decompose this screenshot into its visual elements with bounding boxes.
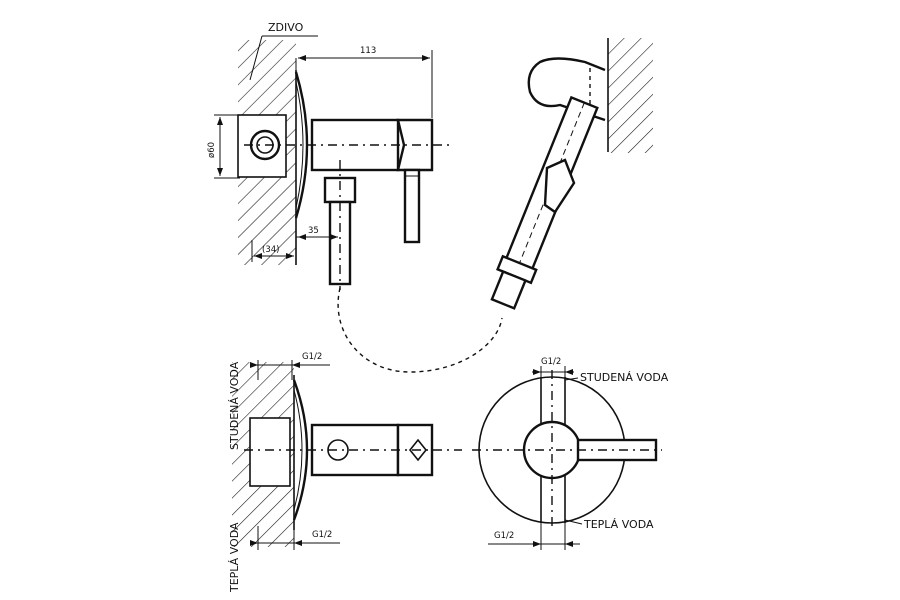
svg-text:G1/2: G1/2: [541, 357, 561, 367]
hot-water-front-label: TEPLÁ VODA: [583, 518, 654, 531]
dimension-35: 35: [296, 226, 338, 240]
cold-water-front-label: STUDENÁ VODA: [580, 371, 669, 384]
thread-dim-front-bottom: G1/2: [488, 522, 580, 550]
side-view-top: ZDIVO 113: [207, 21, 503, 373]
svg-text:113: 113: [360, 46, 376, 56]
svg-text:35: 35: [308, 226, 319, 236]
dimension-34: (34): [251, 240, 297, 262]
wall-label: ZDIVO: [268, 21, 304, 34]
trigger-button: [543, 158, 576, 214]
thread-dim-front-top: G1/2: [532, 357, 574, 378]
svg-text:G1/2: G1/2: [302, 352, 322, 362]
cold-water-side-label: STUDENÁ VODA: [228, 361, 241, 450]
wall-label-leader: [249, 35, 263, 81]
hot-water-side-label: TEPLÁ VODA: [228, 522, 241, 593]
dimension-113: 113: [295, 46, 433, 118]
svg-text:G1/2: G1/2: [312, 530, 332, 540]
wall-hatch-right: [607, 38, 653, 153]
dimension-diameter: ø60: [207, 114, 240, 179]
embedded-box-bottom: [249, 417, 291, 487]
svg-text:(34): (34): [262, 245, 279, 255]
lever-handle: [403, 168, 421, 244]
rosette: [294, 71, 309, 219]
hand-shower: [490, 38, 653, 310]
rosette-bottom: [292, 379, 309, 521]
svg-text:G1/2: G1/2: [494, 531, 514, 541]
front-view: G1/2 STUDENÁ VODA G1/2 TEPLÁ VODA: [472, 357, 669, 550]
thread-dim-side-bottom: G1/2: [250, 526, 340, 550]
side-view-bottom: STUDENÁ VODA TEPLÁ VODA G1/2 G1/: [228, 352, 462, 593]
hose: [337, 287, 503, 373]
shower-handle: [490, 95, 599, 310]
svg-text:ø60: ø60: [207, 142, 217, 158]
thread-dim-side-top: G1/2: [250, 352, 330, 380]
